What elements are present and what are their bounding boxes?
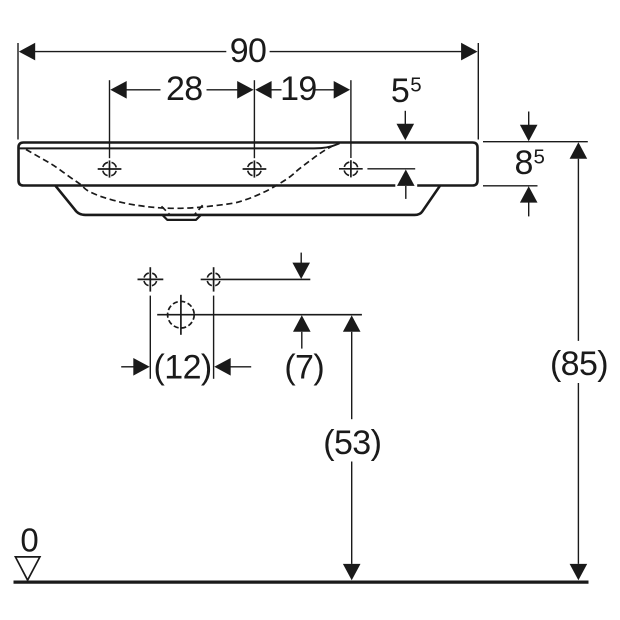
- dim-label-fastening-spacing: (12): [154, 348, 212, 386]
- datum-triangle-icon: [13, 556, 42, 583]
- basin-inner-rim-line: [18, 142, 340, 150]
- drain-plug-detail: [161, 214, 202, 221]
- drain-hole-marker: [157, 294, 362, 335]
- dim-tap-spacing: 28 19: [108, 70, 352, 159]
- basin-body-outline: [54, 184, 441, 217]
- datum-symbol: 0: [13, 522, 42, 583]
- tap-hole-marker-right: [339, 160, 363, 178]
- dim-label-fastening-to-drain: (7): [284, 348, 324, 386]
- tap-hole-marker-middle: [242, 160, 267, 178]
- tap-hole-marker-left: [97, 160, 122, 178]
- dim-label-tap-hole-depth: 5: [391, 72, 409, 110]
- dim-label-rim-height: (85): [550, 345, 608, 383]
- dim-overall-width: 90: [17, 32, 479, 140]
- dim-tap-hole-depth: 5 5: [367, 72, 422, 199]
- washbasin-front-view: [17, 141, 479, 221]
- dim-label-rim-thickness: 8: [515, 144, 533, 182]
- datum-level-label: 0: [20, 522, 38, 559]
- dim-label-drain-height: (53): [323, 424, 381, 462]
- dim-label-overall-width: 90: [230, 32, 267, 70]
- fastening-hole-markers: [137, 267, 311, 292]
- dim-rim-height: (85): [550, 142, 609, 581]
- fastening-hole-marker-left: [137, 267, 164, 292]
- dim-fastening-spacing: (12): [121, 295, 252, 386]
- dim-fastening-to-drain: (7): [284, 252, 325, 386]
- dim-label-tap-spacing-left: 28: [166, 70, 203, 108]
- dim-label-rim-thickness-sup: 5: [533, 145, 544, 168]
- fastening-hole-marker-right: [200, 267, 311, 292]
- bowl-hidden-contour: [25, 143, 337, 210]
- dim-drain-height: (53): [323, 315, 382, 581]
- basin-rim-outline: [17, 141, 479, 187]
- dim-label-tap-hole-depth-sup: 5: [410, 73, 421, 96]
- dim-rim-thickness: 8 5: [483, 111, 588, 217]
- tap-hole-markers: [97, 160, 363, 178]
- dim-label-tap-spacing-right: 19: [280, 70, 317, 108]
